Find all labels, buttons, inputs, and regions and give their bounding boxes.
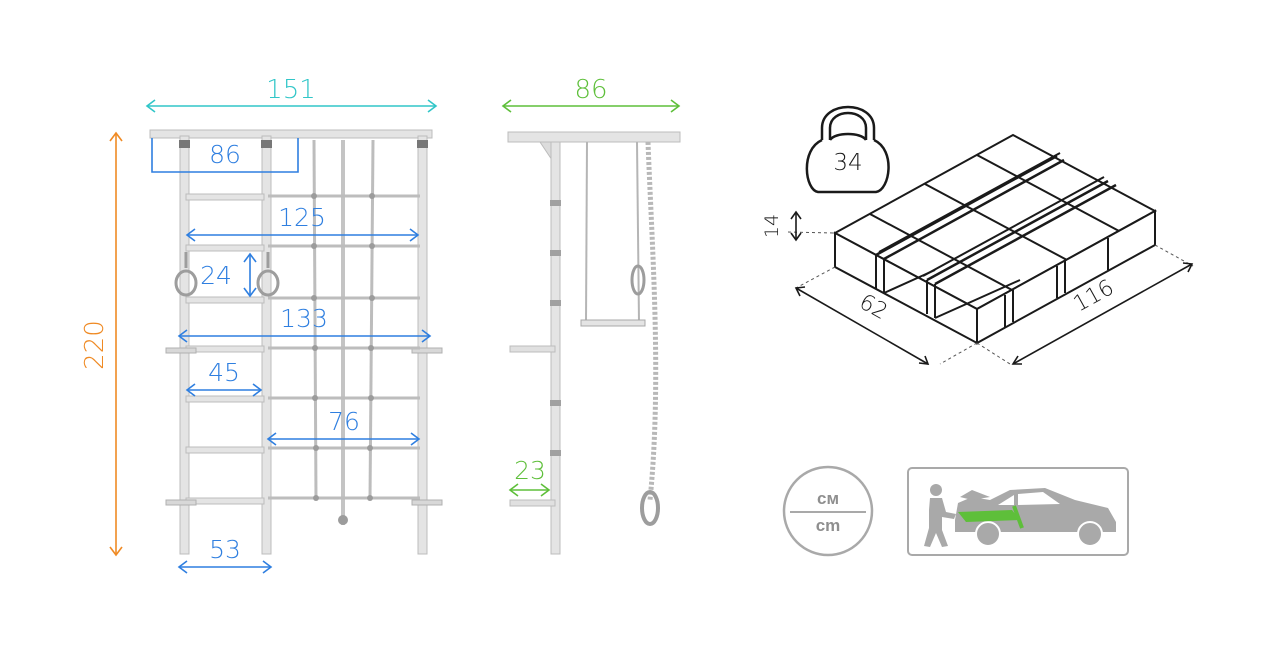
units-top-label: см (817, 489, 839, 508)
ladder-width-label: 45 (208, 358, 240, 387)
units-bottom-label: cm (816, 516, 841, 535)
net-width-label: 125 (278, 203, 326, 232)
box-icon (832, 133, 1158, 345)
base-width-label: 53 (209, 535, 241, 564)
box-height-label: 14 (761, 214, 783, 238)
wall-offset-label: 23 (514, 456, 546, 485)
mid-width-label: 133 (280, 304, 328, 333)
front-view-frame (149, 129, 443, 555)
front-dimensions: 151 220 86 125 24 133 45 76 53 (80, 75, 438, 574)
person-loading-car-icon (907, 467, 1129, 556)
side-view-frame (507, 131, 681, 555)
total-width-label: 151 (266, 75, 316, 105)
side-dimensions: 86 23 (501, 75, 681, 497)
lower-net-width-label: 76 (328, 407, 360, 436)
top-bar-width-label: 86 (209, 140, 241, 169)
rings-height-label: 24 (200, 261, 232, 290)
units-badge: см cm (782, 465, 874, 557)
depth-label: 86 (574, 75, 607, 105)
kettlebell-icon (805, 105, 890, 194)
total-height-label: 220 (80, 320, 110, 370)
weight-label: 34 (833, 150, 862, 176)
